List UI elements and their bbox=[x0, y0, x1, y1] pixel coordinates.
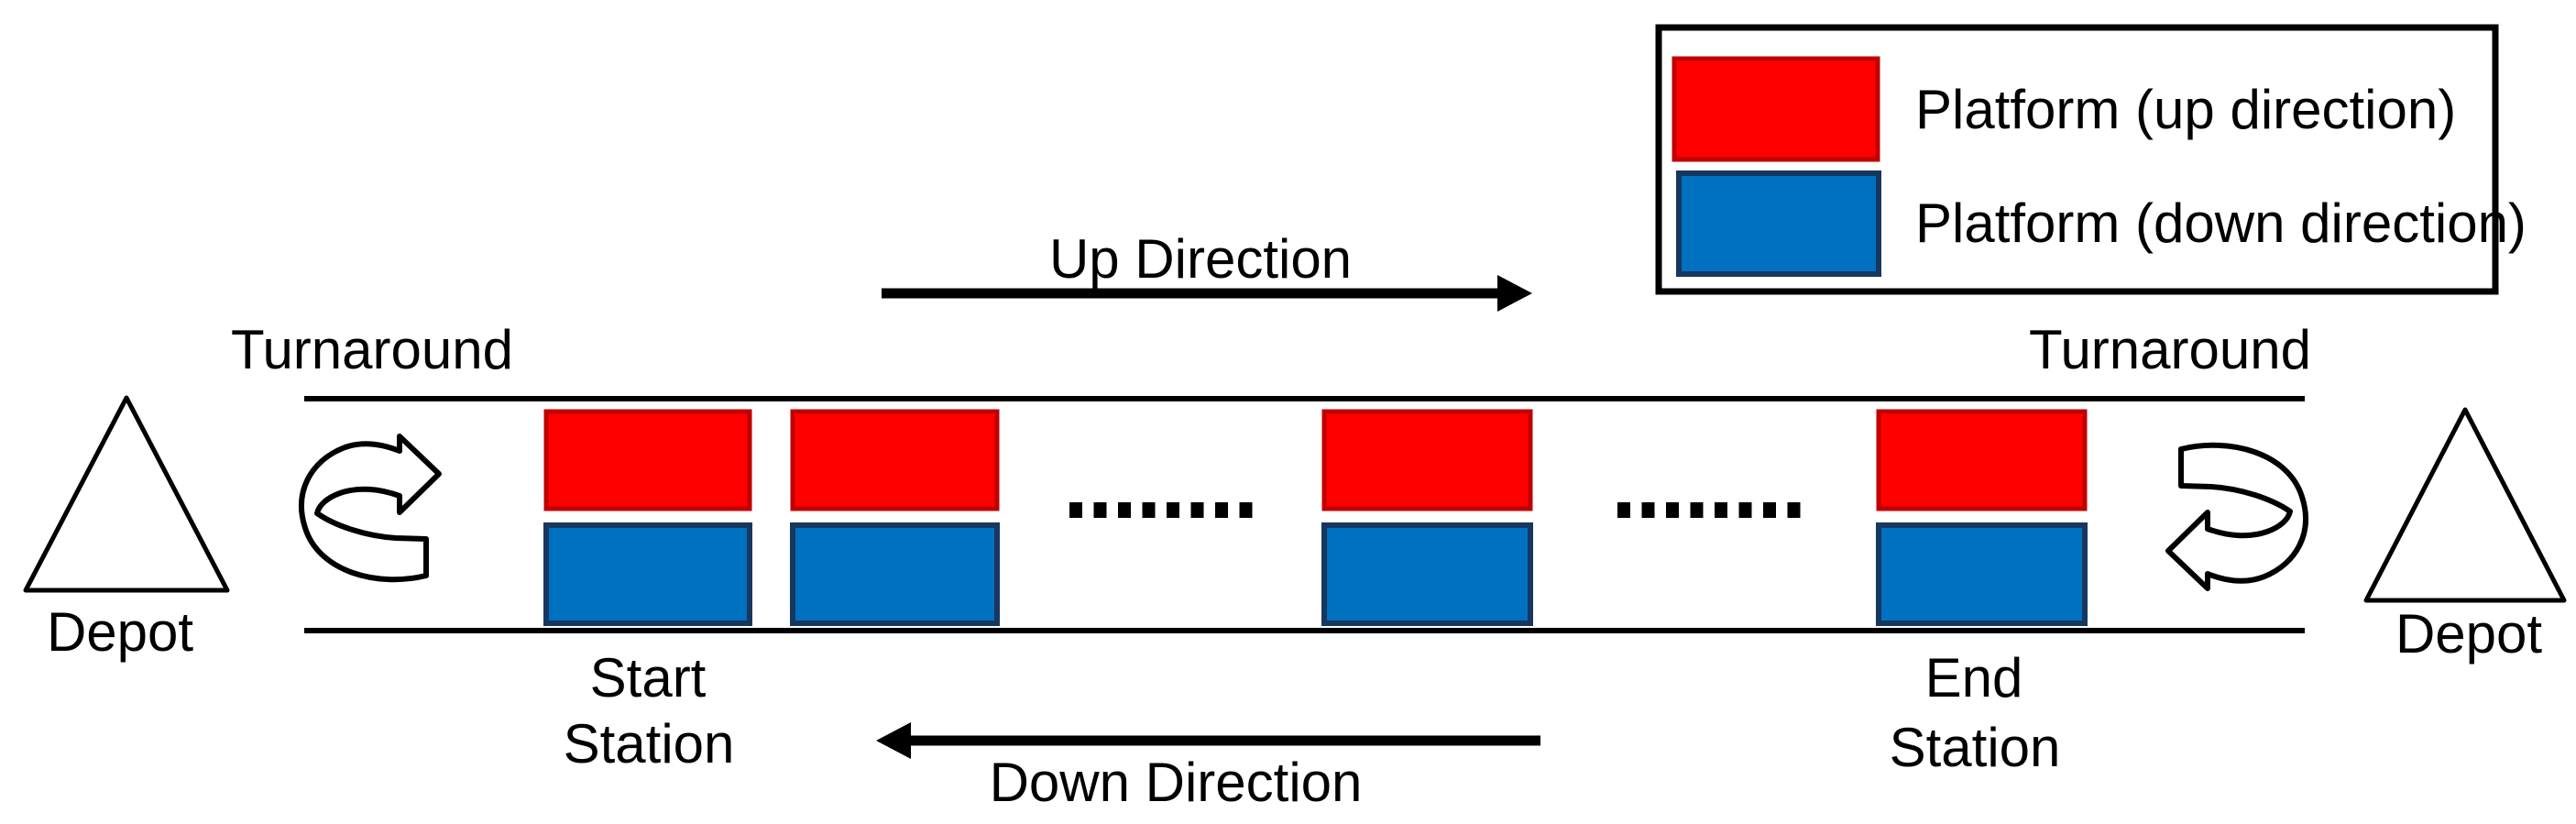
platform-down-start bbox=[543, 522, 752, 626]
up-direction-label: Up Direction bbox=[1049, 228, 1352, 290]
turnaround-arrow-left-icon bbox=[299, 434, 442, 583]
platform-down-3 bbox=[1321, 522, 1533, 626]
turnaround-label-left: Turnaround bbox=[231, 319, 513, 380]
depot-label-right: Depot bbox=[2395, 603, 2542, 665]
down-direction-arrow bbox=[876, 722, 1540, 759]
up-direction-arrow bbox=[882, 275, 1532, 312]
end-station-label-line2: Station bbox=[1890, 717, 2061, 778]
platform-down-end bbox=[1876, 522, 2088, 626]
depot-triangle-right-icon bbox=[2363, 407, 2567, 603]
turnaround-arrow-right-icon bbox=[2165, 442, 2308, 591]
platform-up-3 bbox=[1321, 409, 1533, 511]
depot-label-left: Depot bbox=[47, 601, 193, 663]
platform-up-start bbox=[543, 409, 752, 511]
turnaround-label-right: Turnaround bbox=[2029, 319, 2311, 380]
platform-up-end bbox=[1876, 409, 2088, 511]
down-direction-label: Down Direction bbox=[990, 752, 1363, 813]
station-start bbox=[543, 409, 752, 626]
depot-triangle-left-icon bbox=[23, 395, 230, 593]
continuation-dots-left bbox=[1069, 502, 1253, 518]
end-station-label-line1: End bbox=[1925, 647, 2023, 709]
legend-swatch-down bbox=[1676, 170, 1881, 277]
platform-up-2 bbox=[790, 409, 1000, 511]
start-station-label: Start Station bbox=[564, 647, 735, 775]
start-station-label-line2: Station bbox=[564, 713, 735, 775]
start-station-label-line1: Start bbox=[590, 647, 707, 709]
station-3 bbox=[1321, 409, 1533, 626]
station-2 bbox=[790, 409, 1000, 626]
continuation-dots-right bbox=[1617, 502, 1801, 518]
station-end bbox=[1876, 409, 2088, 626]
legend: Platform (up direction) Platform (down d… bbox=[1655, 24, 2527, 295]
platform-down-2 bbox=[790, 522, 1000, 626]
legend-swatch-up bbox=[1672, 56, 1880, 162]
legend-label-up: Platform (up direction) bbox=[1915, 79, 2456, 140]
right-arrowhead-icon bbox=[1497, 275, 1532, 312]
end-station-label: End Station bbox=[1890, 647, 2061, 778]
legend-label-down: Platform (down direction) bbox=[1915, 192, 2527, 254]
left-arrowhead-icon bbox=[876, 722, 911, 759]
